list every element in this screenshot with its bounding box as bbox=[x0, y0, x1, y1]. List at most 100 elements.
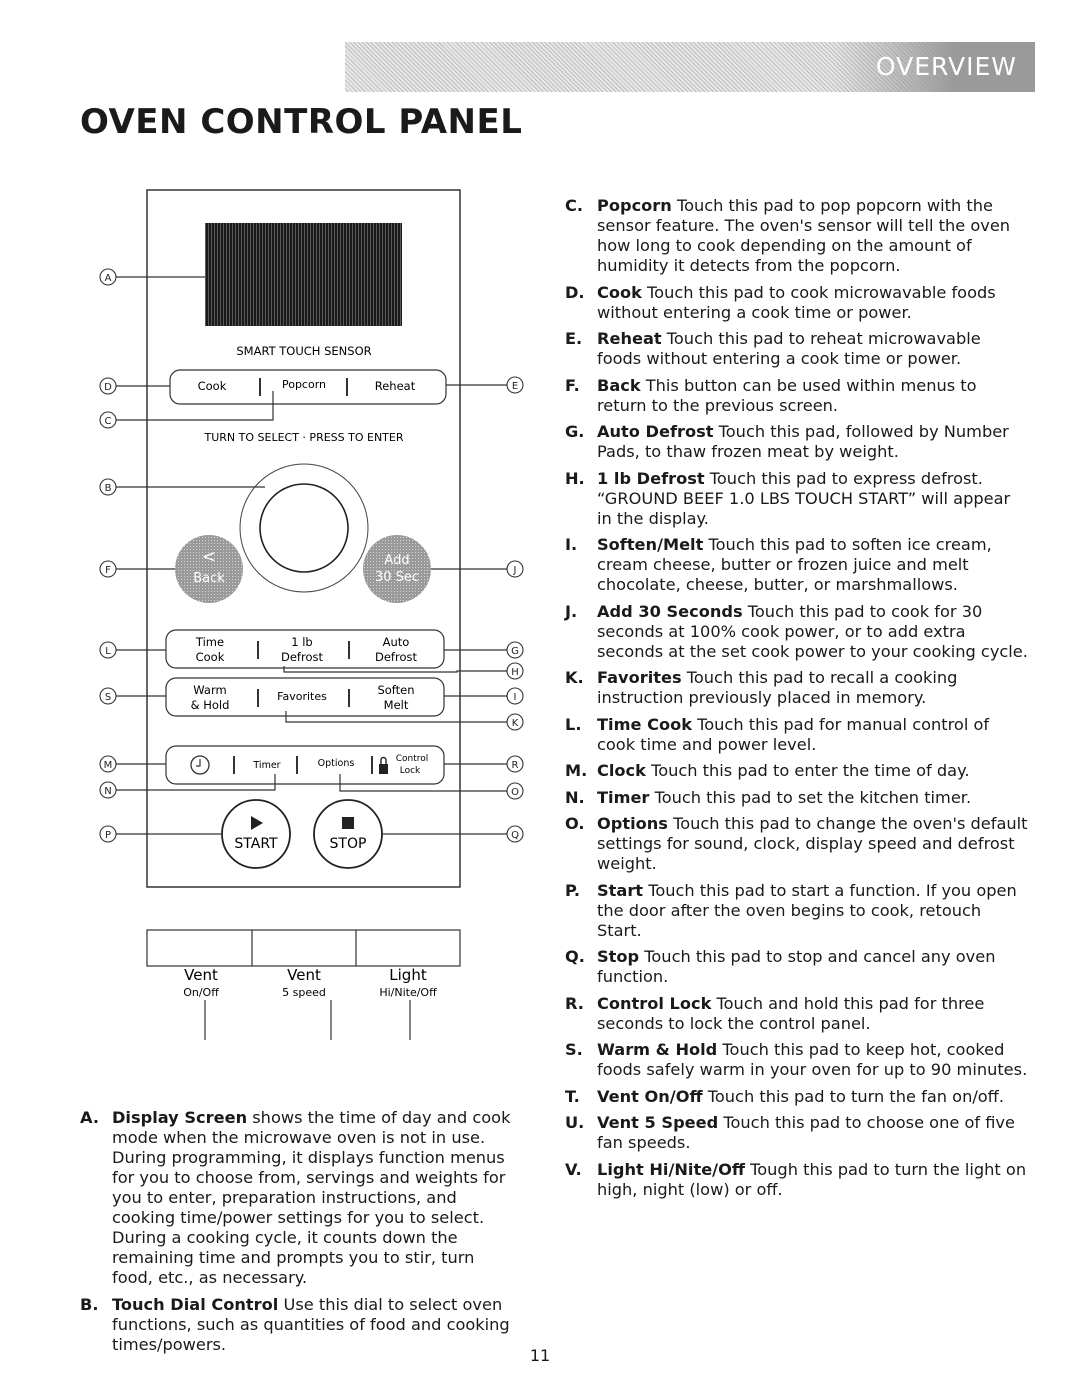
dial-instructions-label: TURN TO SELECT · PRESS TO ENTER bbox=[204, 431, 404, 444]
control-lock-label-2[interactable]: Lock bbox=[400, 766, 421, 776]
stop-icon bbox=[342, 817, 354, 829]
callout-h: H bbox=[511, 667, 519, 678]
popcorn-button[interactable]: Popcorn bbox=[282, 378, 326, 391]
description-item: P.Start Touch this pad to start a functi… bbox=[565, 880, 1017, 940]
sensor-button-row bbox=[169, 369, 447, 405]
callout-n: N bbox=[104, 786, 111, 797]
30-sec-label: 30 Sec bbox=[375, 570, 419, 585]
warm-hold-label-2[interactable]: & Hold bbox=[191, 698, 230, 712]
start-label: START bbox=[234, 836, 278, 852]
description-item: E.Reheat Touch this pad to reheat microw… bbox=[565, 329, 981, 368]
vent-on-off-button[interactable]: Vent bbox=[184, 966, 218, 984]
back-button[interactable] bbox=[175, 535, 243, 603]
callout-a: A bbox=[105, 273, 112, 284]
page-title: OVEN CONTROL PANEL bbox=[80, 102, 523, 142]
callout-g: G bbox=[511, 646, 519, 657]
callout-q: Q bbox=[511, 830, 519, 841]
description-item: L.Time Cook Touch this pad for manual co… bbox=[565, 714, 990, 754]
light-button[interactable]: Light bbox=[389, 966, 427, 984]
back-arrow-icon: < bbox=[202, 547, 216, 567]
lock-icon bbox=[379, 764, 388, 774]
soften-melt-label-1[interactable]: Soften bbox=[377, 683, 414, 697]
soften-melt-label-2[interactable]: Melt bbox=[384, 698, 409, 712]
callout-o: O bbox=[511, 787, 519, 798]
favorites-button[interactable]: Favorites bbox=[277, 690, 327, 703]
description-item: M.Clock Touch this pad to enter the time… bbox=[565, 761, 970, 780]
stop-button[interactable] bbox=[313, 799, 383, 869]
description-item: I.Soften/Melt Touch this pad to soften i… bbox=[565, 535, 992, 594]
cook-button[interactable]: Cook bbox=[198, 379, 227, 393]
descriptions-left-column: A.Display Screen shows the time of day a… bbox=[80, 1108, 520, 1361]
description-item: J.Add 30 Seconds Touch this pad to cook … bbox=[565, 601, 1028, 661]
callout-c: C bbox=[105, 416, 112, 427]
add-label: Add bbox=[384, 553, 409, 568]
1lb-defrost-label-2[interactable]: Defrost bbox=[281, 650, 323, 664]
description-item: S.Warm & Hold Touch this pad to keep hot… bbox=[565, 1040, 1028, 1079]
description-item: V.Light Hi/Nite/Off Tough this pad to tu… bbox=[565, 1159, 1027, 1199]
warm-soften-button-row bbox=[165, 677, 445, 717]
defrost-button-row bbox=[165, 629, 445, 669]
play-icon bbox=[251, 816, 263, 830]
add-30-sec-button[interactable] bbox=[363, 535, 431, 603]
timer-button[interactable]: Timer bbox=[252, 760, 280, 771]
description-item: U.Vent 5 Speed Touch this pad to choose … bbox=[565, 1113, 1015, 1152]
clock-timer-options-row bbox=[165, 745, 445, 785]
1lb-defrost-label-1[interactable]: 1 lb bbox=[291, 635, 312, 649]
control-lock-label-1[interactable]: Control bbox=[396, 754, 429, 764]
clock-icon[interactable] bbox=[190, 755, 210, 775]
callout-i: I bbox=[514, 692, 517, 703]
description-item: R.Control Lock Touch and hold this pad f… bbox=[565, 993, 985, 1033]
vent-light-panel bbox=[146, 929, 461, 967]
callout-r: R bbox=[512, 760, 519, 771]
callout-s: S bbox=[105, 692, 111, 703]
callout-j: J bbox=[513, 565, 517, 576]
description-item: O.Options Touch this pad to change the o… bbox=[565, 814, 1028, 873]
options-button[interactable]: Options bbox=[318, 758, 355, 769]
callout-d: D bbox=[104, 382, 112, 393]
callout-p: P bbox=[105, 830, 111, 841]
auto-defrost-label-1[interactable]: Auto bbox=[383, 635, 410, 649]
callout-k: K bbox=[512, 718, 519, 729]
vent-on-off-sublabel: On/Off bbox=[183, 986, 219, 999]
description-item: A.Display Screen shows the time of day a… bbox=[80, 1108, 511, 1287]
callout-l: L bbox=[105, 646, 111, 657]
control-panel-diagram: SMART TOUCH SENSOR Cook Popcorn Reheat T… bbox=[70, 180, 550, 1040]
warm-hold-label-1[interactable]: Warm bbox=[193, 683, 226, 697]
banner-fade bbox=[835, 42, 1035, 92]
description-item: K.Favorites Touch this pad to recall a c… bbox=[565, 668, 958, 707]
description-item: B.Touch Dial Control Use this dial to se… bbox=[80, 1294, 510, 1354]
description-item: F.Back This button can be used within me… bbox=[565, 375, 977, 415]
vent-speed-button[interactable]: Vent bbox=[287, 966, 321, 984]
time-cook-label-2[interactable]: Cook bbox=[196, 650, 225, 664]
back-label: Back bbox=[193, 571, 225, 586]
overview-banner: OVERVIEW bbox=[345, 42, 1035, 92]
description-item: Q.Stop Touch this pad to stop and cancel… bbox=[565, 947, 996, 986]
stop-label: STOP bbox=[330, 836, 367, 852]
description-item: H.1 lb Defrost Touch this pad to express… bbox=[565, 468, 1011, 528]
auto-defrost-label-2[interactable]: Defrost bbox=[375, 650, 417, 664]
vent-speed-sublabel: 5 speed bbox=[282, 986, 326, 999]
page-number: 11 bbox=[529, 1346, 551, 1365]
descriptions-right-column: C.Popcorn Touch this pad to pop popcorn … bbox=[565, 196, 1030, 1206]
description-item: D.Cook Touch this pad to cook microwavab… bbox=[565, 282, 996, 322]
lock-shackle bbox=[380, 756, 387, 764]
callout-f: F bbox=[105, 565, 111, 576]
banner-label: OVERVIEW bbox=[875, 52, 1017, 81]
start-button[interactable] bbox=[221, 799, 291, 869]
callout-b: B bbox=[105, 483, 112, 494]
touch-dial[interactable] bbox=[259, 483, 349, 573]
smart-touch-sensor-label: SMART TOUCH SENSOR bbox=[236, 344, 371, 358]
description-item: G.Auto Defrost Touch this pad, followed … bbox=[565, 422, 1009, 461]
time-cook-label-1[interactable]: Time bbox=[195, 635, 224, 649]
reheat-button[interactable]: Reheat bbox=[375, 379, 416, 393]
light-sublabel: Hi/Nite/Off bbox=[379, 986, 437, 999]
callout-m: M bbox=[104, 760, 113, 771]
description-item: N.Timer Touch this pad to set the kitche… bbox=[565, 787, 972, 807]
callout-e: E bbox=[512, 381, 518, 392]
leader-lines bbox=[116, 276, 507, 1040]
clock-hands bbox=[196, 759, 201, 767]
display-screen bbox=[205, 223, 402, 326]
callout-markers bbox=[99, 268, 524, 843]
description-item: T.Vent On/Off Touch this pad to turn the… bbox=[565, 1086, 1004, 1106]
description-item: C.Popcorn Touch this pad to pop popcorn … bbox=[565, 196, 1011, 275]
